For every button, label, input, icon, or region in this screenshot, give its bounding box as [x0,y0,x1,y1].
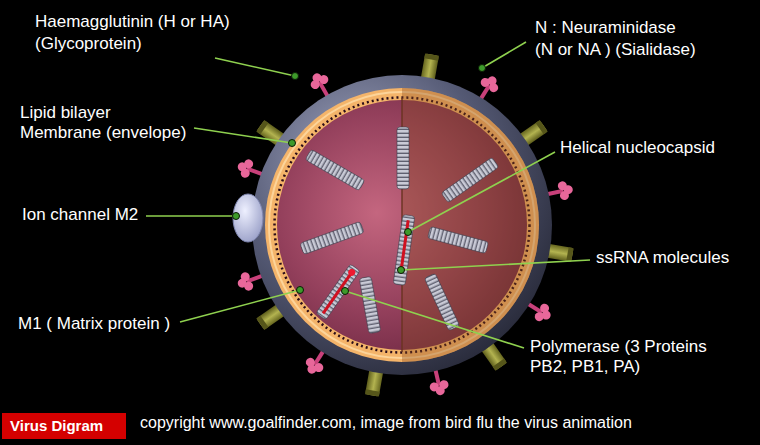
callout-label: Polymerase (3 Proteins PB2, PB1, PA) [530,337,722,377]
leader-lines [146,42,590,348]
callout-label: (N or NA ) (Sialidase) [535,40,696,60]
callout-label: M1 ( Matrix protein ) [18,314,170,334]
callout-label: ssRNA molecules [596,248,729,268]
nucleocapsids [300,127,499,334]
callout-label: N : Neuraminidase [535,18,676,38]
callout-label: (Glycoprotein) [35,34,142,54]
cutaway-shade [402,88,539,362]
callout-label: Helical nucleocapsid [560,138,715,158]
virus-shell [252,75,552,375]
title-badge: Virus Digram [2,413,126,439]
leader-dots [233,65,486,295]
lipid-bilayer [265,88,539,362]
ion-channel [233,194,263,242]
badge-text: Virus Digram [10,416,118,436]
callout-label: Ion channel M2 [22,205,138,225]
copyright-caption: copyright www.goalfinder.com, image from… [140,413,632,433]
neuraminidase-spikes [235,69,575,397]
haemagglutinin-spikes [256,53,573,396]
callout-label: Haemagglutinin (H or HA) [35,12,230,32]
callout-label: Lipid bilayer Membrane (envelope) [20,103,192,143]
